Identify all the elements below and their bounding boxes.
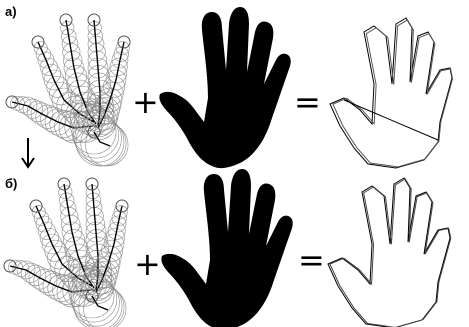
- row-label-b: б): [5, 176, 17, 191]
- equals-sign-a: =: [294, 86, 321, 118]
- skeleton-hand-b: [4, 178, 128, 327]
- arrow-down-icon: [22, 138, 34, 167]
- skeleton-hand-a: [6, 14, 130, 166]
- hand-outline-b: [328, 178, 451, 327]
- hand-silhouette-a: [159, 7, 290, 168]
- plus-sign-a: +: [132, 86, 159, 118]
- equals-sign-b: =: [298, 244, 325, 276]
- hand-silhouette-b: [161, 169, 292, 327]
- plus-sign-b: +: [134, 248, 161, 280]
- hand-outline-a: [330, 18, 453, 168]
- row-label-a: a): [5, 4, 17, 19]
